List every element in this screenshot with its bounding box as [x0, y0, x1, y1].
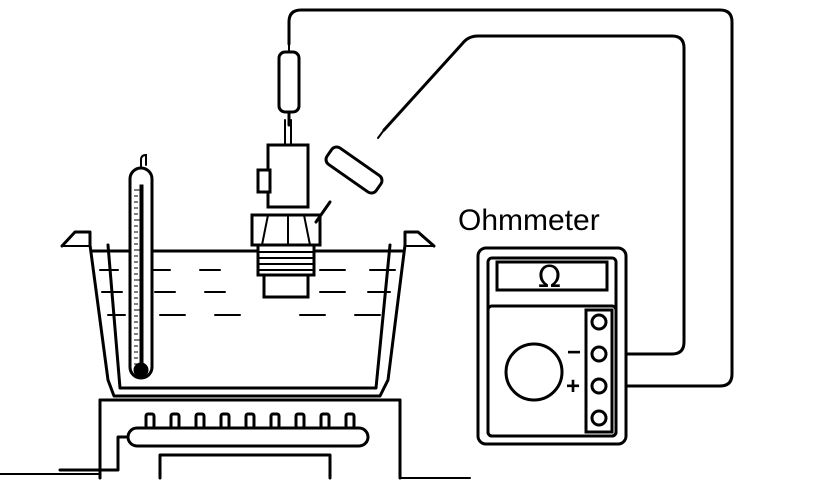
minus-label: −: [567, 339, 581, 366]
jack-4: [590, 409, 608, 427]
burner-jet: [319, 412, 331, 430]
sensor-tip: [262, 273, 310, 299]
ohmmeter-label: Ohmmeter: [458, 204, 600, 237]
ohmmeter-display: [495, 260, 609, 292]
burner-jet: [244, 412, 256, 430]
ohm-symbol: Ω: [538, 260, 561, 295]
lead-wire-minus: [382, 34, 686, 356]
jack-1: [590, 313, 608, 331]
temperature-sensor: [250, 119, 322, 299]
sensor-connector: [266, 143, 310, 209]
ohmmeter: Ohmmeter Ω − +: [458, 204, 628, 446]
burner-jet: [269, 412, 281, 430]
burner-jet: [169, 412, 181, 430]
water-pan: [60, 230, 436, 398]
selector-dial: [504, 342, 564, 402]
plus-label: +: [566, 373, 580, 400]
burner-jet: [194, 412, 206, 430]
lead-wire-plus: [287, 8, 734, 388]
test-probe-side: [314, 129, 385, 224]
burner-jet: [144, 412, 156, 430]
water-lines: [99, 269, 396, 316]
burner-jet: [219, 412, 231, 430]
heater-stove: [0, 398, 471, 480]
burner-jets: [144, 412, 356, 430]
test-leads: [287, 8, 734, 388]
sensor-hex-nut: [250, 213, 322, 247]
burner-jet: [294, 412, 306, 430]
thermometer: [128, 153, 154, 380]
test-probe-top: [277, 43, 301, 127]
thermometer-scale: [134, 189, 140, 365]
burner-pipe: [126, 426, 370, 448]
jack-plus: [590, 377, 608, 395]
jack-minus: [590, 345, 608, 363]
burner-jet: [344, 412, 356, 430]
